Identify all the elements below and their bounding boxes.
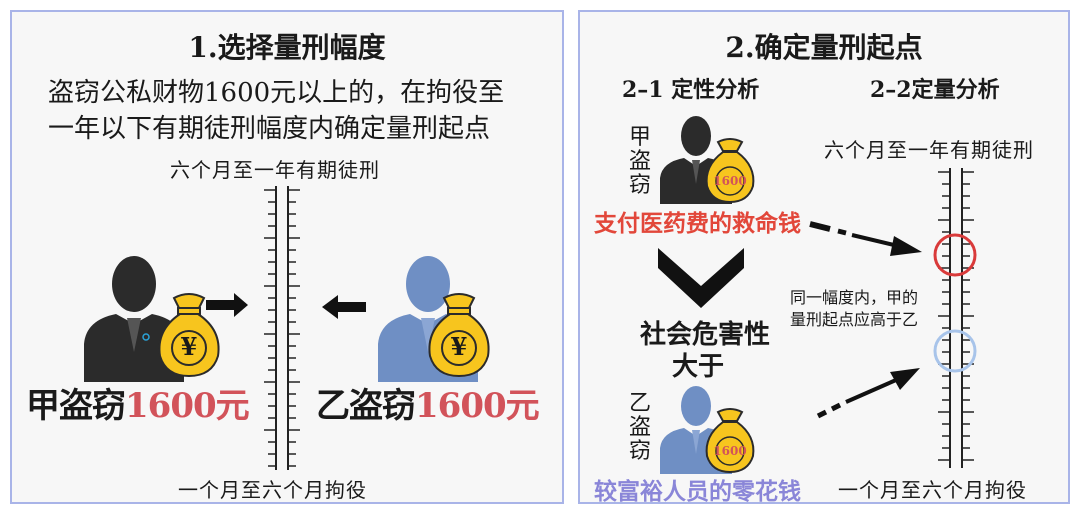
blue-circle-marker: [933, 329, 977, 373]
money-bag-icon: [428, 293, 490, 378]
yen-symbol: ¥: [180, 332, 198, 361]
person-a-caption: 支付医药费的救命钱: [594, 210, 801, 237]
section-qualitative-title: 2–1 定性分析: [622, 77, 760, 103]
person-a-vertical-label: 甲 盗 窃: [628, 126, 652, 198]
arrow-to-a-icon: [809, 221, 922, 256]
section-quantitative-title: 2–2定量分析: [870, 77, 1000, 103]
yen-symbol: ¥: [450, 332, 468, 361]
arrow-left-icon: [322, 295, 366, 319]
harm-label-line1: 社会危害性: [640, 320, 771, 350]
vert-char: 盗: [628, 149, 651, 174]
person-b-amount: 1600元: [415, 386, 540, 426]
vert-char: 窃: [628, 173, 651, 198]
money-bag-icon: [705, 138, 755, 204]
person-a-silhouette: [84, 256, 184, 382]
panel1-scale-bottom-label: 一个月至六个月拘役: [178, 478, 367, 502]
panel1-title: 1.选择量刑幅度: [188, 31, 386, 64]
person-b-label: 乙盗窃1600元: [316, 378, 540, 427]
panel1-scale-top-label: 六个月至一年有期徒刑: [170, 158, 380, 182]
panel2-scale-bottom-label: 一个月至六个月拘役: [838, 478, 1027, 502]
vert-char: 乙: [628, 391, 651, 416]
vert-char: 盗: [628, 415, 651, 440]
panel1-desc-line2: 一年以下有期徒刑幅度内确定量刑起点: [48, 114, 491, 144]
panel-select-range: 1.选择量刑幅度 盗窃公私财物1600元以上的，在拘役至 一年以下有期徒刑幅度内…: [10, 10, 564, 504]
person-b-caption: 较富裕人员的零花钱: [594, 478, 801, 505]
panel2-scale-top-label: 六个月至一年有期徒刑: [824, 138, 1034, 162]
person-a-label: 甲盗窃1600元: [26, 378, 250, 427]
bag-amount-label: 1600: [713, 174, 747, 188]
panel-determine-start: 2.确定量刑起点 2–1 定性分析 2–2定量分析 甲 盗 窃 1600 支付医…: [578, 10, 1070, 505]
person-b-vertical-label: 乙 盗 窃: [628, 392, 652, 464]
arrow-to-b-icon: [816, 368, 920, 419]
vert-char: 甲: [628, 125, 651, 150]
sentencing-scale-ruler: [264, 186, 300, 470]
note-line1: 同一幅度内，甲的: [790, 288, 919, 307]
chevron-down-icon: [658, 248, 744, 308]
person-a-name: 甲盗窃: [26, 386, 126, 426]
panel1-desc-line1: 盗窃公私财物1600元以上的，在拘役至: [48, 78, 505, 108]
harm-label-line2: 大于: [672, 352, 725, 382]
person-b-name: 乙盗窃: [316, 386, 416, 426]
red-circle-marker: [933, 233, 977, 277]
person-a-amount: 1600元: [125, 386, 250, 426]
note-line2: 量刑起点应高于乙: [790, 310, 919, 329]
money-bag-icon: [705, 408, 755, 474]
sentencing-scale-ruler: [938, 168, 974, 468]
panel2-title: 2.确定量刑起点: [725, 31, 923, 64]
bag-amount-label: 1600: [713, 444, 747, 458]
arrow-right-icon: [206, 293, 248, 317]
vert-char: 窃: [628, 439, 651, 464]
money-bag-icon: [158, 293, 220, 378]
